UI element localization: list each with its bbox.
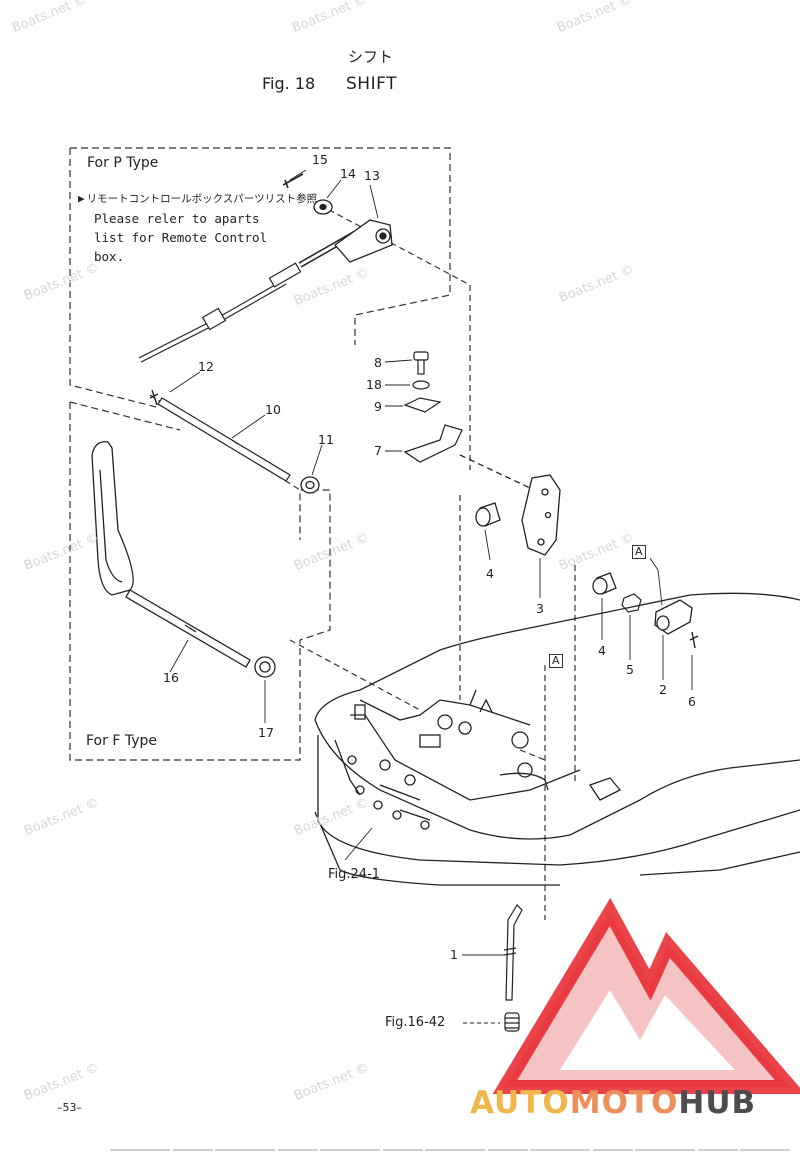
part-8-bolt xyxy=(413,351,429,375)
remote-cable xyxy=(138,222,372,363)
box-label-a-2: A xyxy=(549,654,563,668)
fig-ref-16-42: Fig.16-42 xyxy=(385,1015,446,1030)
part-1-rod xyxy=(503,904,523,1001)
note-jp-line: ▶リモートコントロールボックスパーツリスト参照 xyxy=(78,192,318,205)
f-type-label: For F Type xyxy=(86,733,157,749)
remote-control-note: ▶リモートコントロールボックスパーツリスト参照 Please reler to … xyxy=(78,188,317,266)
callout-18: 18 xyxy=(366,377,382,392)
callout-1: 1 xyxy=(450,947,458,962)
part-16-handle xyxy=(91,441,251,668)
callout-9: 9 xyxy=(374,399,382,414)
part-3-lever xyxy=(459,454,561,556)
page-title: SHIFT xyxy=(346,74,397,94)
part-18-washer xyxy=(412,380,430,390)
part-5-nut xyxy=(621,593,642,613)
brand-part-3: HUB xyxy=(678,1085,757,1121)
part-4-bushing-a xyxy=(475,502,501,527)
spring xyxy=(504,1012,520,1032)
bottom-cowling xyxy=(314,592,800,886)
box-label-a-1: A xyxy=(632,545,646,559)
callout-16: 16 xyxy=(163,670,179,685)
logo-mark xyxy=(492,897,800,1094)
callout-10: 10 xyxy=(265,402,281,417)
callout-17: 17 xyxy=(258,725,274,740)
part-17-bushing xyxy=(254,656,276,678)
callout-2: 2 xyxy=(659,682,667,697)
p-type-label: For P Type xyxy=(87,155,159,171)
title-japanese: シフト xyxy=(348,48,394,66)
callout-15: 15 xyxy=(312,152,328,167)
brand-wordmark: AUTOMOTOHUB xyxy=(470,1085,756,1121)
callout-13: 13 xyxy=(364,168,380,183)
part-6-pin xyxy=(689,631,699,649)
brand-part-2: MOTO xyxy=(569,1085,679,1121)
part-10-rod xyxy=(157,397,291,482)
leader-lines xyxy=(149,204,576,920)
part-9-plate xyxy=(403,397,442,413)
note-en-line-1: Please reler to aparts xyxy=(94,211,260,226)
part-13-joint xyxy=(334,219,393,263)
callout-3: 3 xyxy=(536,601,544,616)
note-en-line-3: box. xyxy=(94,249,125,264)
fig-ref-24-1: Fig.24-1 xyxy=(328,867,381,882)
callout-6: 6 xyxy=(688,694,696,709)
brand-part-1: AUTO xyxy=(470,1085,570,1121)
note-en-line-2: list for Remote Control xyxy=(94,230,268,245)
part-12-pin xyxy=(149,389,159,406)
callout-14: 14 xyxy=(340,166,356,181)
callout-12: 12 xyxy=(198,359,214,374)
part-4-bushing-b xyxy=(592,572,617,595)
part-7-bracket xyxy=(403,424,463,463)
callout-11: 11 xyxy=(318,432,334,447)
callout-7: 7 xyxy=(374,443,382,458)
part-11-washer xyxy=(300,476,320,494)
callout-8: 8 xyxy=(374,355,382,370)
pointer-icon: ▶ xyxy=(78,192,85,205)
figure-label: Fig. 18 xyxy=(262,74,316,93)
p-type-box xyxy=(69,147,451,409)
part-14-washer xyxy=(313,199,333,215)
callout-4b: 4 xyxy=(598,643,606,658)
part-15-pin xyxy=(282,173,304,189)
callout-leaders xyxy=(169,169,693,956)
callout-4a: 4 xyxy=(486,566,494,581)
callout-5: 5 xyxy=(626,662,634,677)
page-number: –53– xyxy=(57,1101,82,1114)
part-2-joint xyxy=(654,599,693,635)
